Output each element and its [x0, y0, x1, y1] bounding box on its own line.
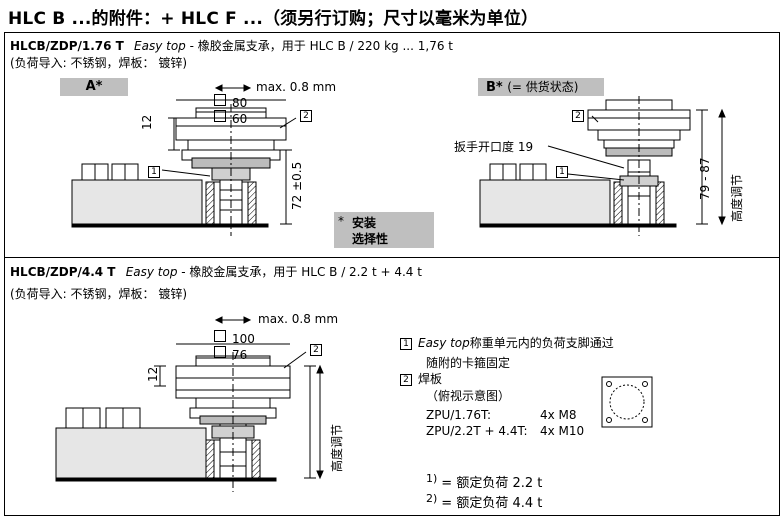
callout-2-box-c: 2 — [310, 344, 322, 356]
footnote-2-text: = 额定负荷 4.4 t — [441, 496, 543, 512]
b-callout-1: 1 — [556, 164, 574, 178]
footnote-1: 1)= 额定负荷 2.2 t — [426, 472, 542, 491]
square-symbol-icon — [214, 330, 226, 342]
weld-plate-top-view — [601, 376, 653, 428]
b-height-adjust: 高度调节 — [730, 173, 744, 222]
legend-2-text: 焊板 — [418, 372, 443, 386]
top-dim-60-value: 60 — [232, 112, 248, 126]
bottom-dim-100: 100 — [214, 330, 255, 346]
legend-item-1-line2: 随附的卡箍固定 — [426, 356, 511, 370]
bottom-title-code: HLCB/ZDP/4.4 T — [10, 265, 116, 279]
note-line-2: 选择性 — [352, 232, 389, 246]
square-symbol-icon — [214, 94, 226, 106]
callout-1-box: 1 — [148, 166, 160, 178]
top-panel-subtitle: (负荷导入: 不锈钢，焊板： 镀锌) — [10, 56, 188, 70]
view-b-note: (= 供货状态) — [507, 80, 579, 94]
bottom-panel-title: HLCB/ZDP/4.4 T Easy top - 橡胶金属支承，用于 HLC … — [10, 263, 422, 280]
bottom-dim-76-value: 76 — [232, 348, 248, 362]
footnote-2-mark: 2) — [426, 492, 438, 505]
panels-frame — [4, 32, 780, 516]
bottom-callout-2: 2 — [310, 342, 328, 356]
legend-item-2-sub: （俯视示意图） — [426, 389, 511, 403]
view-b-box: B* (= 供货状态) — [478, 78, 604, 96]
drawing-a — [71, 84, 297, 236]
drawing-c — [55, 316, 324, 492]
zpu2-value: 4x M10 — [540, 424, 585, 438]
zpu1-value: 4x M8 — [540, 408, 577, 422]
bottom-title-rest: - 橡胶金属支承，用于 HLC B / 2.2 t + 4.4 t — [177, 265, 422, 279]
top-dim-12: 12 — [140, 114, 154, 130]
legend-item-1: 1 Easy top称重单元内的负荷支脚通过 — [400, 334, 614, 351]
callout-1-box-b: 1 — [556, 166, 568, 178]
bottom-max-label: max. 0.8 mm — [258, 312, 339, 326]
square-symbol-icon — [214, 346, 226, 358]
top-callout-1: 1 — [148, 164, 166, 178]
top-dim-72: 72 ±0.5 — [290, 161, 304, 210]
callout-2-box: 2 — [300, 110, 312, 122]
wrench-label: 扳手开口度 19 — [454, 140, 534, 154]
legend-item-2: 2 焊板 — [400, 370, 442, 387]
install-note-box: * 安装 选择性 — [334, 212, 434, 248]
top-dim-80: 80 — [214, 94, 247, 110]
legend-1-box: 1 — [400, 338, 412, 350]
callout-2-box-b: 2 — [572, 110, 584, 122]
top-dim-80-value: 80 — [232, 96, 248, 110]
bottom-height-adjust: 高度调节 — [330, 423, 344, 472]
top-panel-title: HLCB/ZDP/1.76 T Easy top - 橡胶金属支承，用于 HLC… — [10, 37, 453, 54]
legend-2-box: 2 — [400, 374, 412, 386]
square-symbol-icon — [214, 110, 226, 122]
top-max-label: max. 0.8 mm — [256, 80, 337, 94]
b-callout-2: 2 — [572, 108, 590, 122]
bottom-dim-12: 12 — [146, 366, 160, 382]
panel-divider — [4, 257, 780, 258]
legend-1-name: Easy top — [418, 336, 470, 350]
top-title-code: HLCB/ZDP/1.76 T — [10, 39, 124, 53]
top-title-rest: - 橡胶金属支承，用于 HLC B / 220 kg ... 1,76 t — [185, 39, 453, 53]
view-b-label: B* — [486, 80, 503, 95]
page-header: HLC B ...的附件：+ HLC F ...（须另行订购；尺寸以毫米为单位） — [8, 9, 539, 29]
footnote-2: 2)= 额定负荷 4.4 t — [426, 492, 542, 511]
view-a-label: A* — [60, 78, 128, 96]
footnote-1-mark: 1) — [426, 472, 438, 485]
drawing-b — [479, 96, 726, 236]
bottom-title-name: Easy top — [125, 265, 178, 279]
bottom-dim-100-value: 100 — [232, 332, 255, 346]
note-star: * — [338, 214, 344, 228]
zpu2-label: ZPU/2.2T + 4.4T: — [426, 424, 528, 438]
legend-1-text: 称重单元内的负荷支脚通过 — [469, 336, 614, 350]
zpu1-label: ZPU/1.76T: — [426, 408, 492, 422]
top-title-name: Easy top — [134, 39, 186, 53]
b-dim-79-87: 79 - 87 — [698, 157, 712, 201]
top-dim-60: 60 — [214, 110, 247, 126]
bottom-dim-76: 76 — [214, 346, 247, 362]
top-callout-2: 2 — [300, 108, 318, 122]
bottom-panel-subtitle: (负荷导入: 不锈钢，焊板： 镀锌) — [10, 287, 188, 301]
footnote-1-text: = 额定负荷 2.2 t — [441, 476, 543, 492]
note-line-1: 安装 — [352, 216, 377, 230]
